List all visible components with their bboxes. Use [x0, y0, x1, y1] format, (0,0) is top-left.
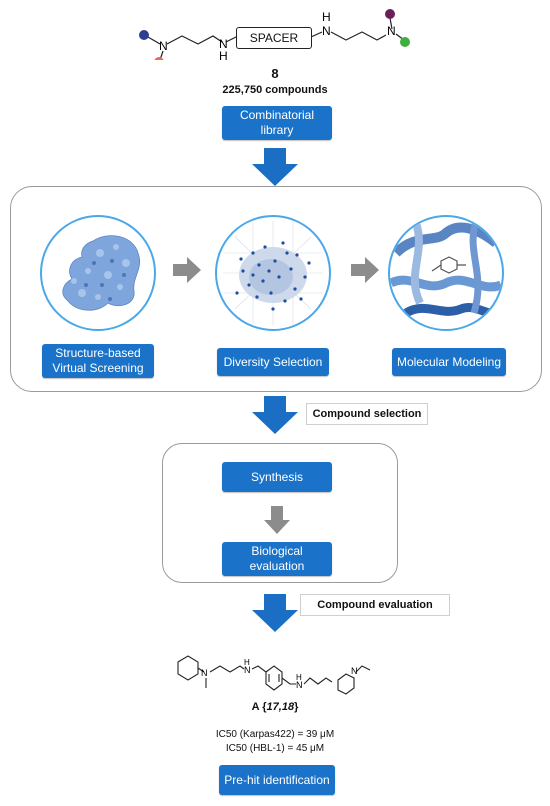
down-arrow-2: [252, 396, 298, 434]
pre-hit-identification-box: Pre-hit identification: [219, 765, 335, 795]
compound-number: 8: [271, 66, 279, 81]
ic50-hbl1: IC50 (HBL-1) = 45 μM: [225, 743, 325, 754]
molecular-modeling-label: Molecular Modeling: [396, 354, 502, 369]
down-arrow-1: [252, 148, 298, 186]
n-left: N: [159, 39, 168, 53]
molecular-modeling-box: Molecular Modeling: [392, 348, 506, 376]
diversity-scatter-image: [215, 215, 331, 331]
hit-atom-h2: H: [296, 673, 302, 682]
spacer-box: SPACER: [236, 27, 312, 49]
hit-atom-h1: H: [244, 658, 250, 667]
biological-evaluation-box: Biological evaluation: [222, 542, 332, 576]
compound-evaluation-label: Compound evaluation: [300, 594, 450, 616]
amine-left-n: N: [219, 37, 228, 51]
grey-down-arrow: [264, 506, 290, 534]
green-substituent-ball: [400, 37, 410, 47]
blue-substituent-ball: [139, 30, 149, 40]
hit-atom-n2: N: [244, 665, 251, 675]
hit-atom-n3: N: [296, 680, 303, 690]
hit-atom-n4: N: [351, 666, 358, 676]
combinatorial-library-label: Combinatorial library: [239, 108, 315, 137]
compound-count: 225,750 compounds: [222, 84, 328, 96]
amine-left-h: H: [219, 49, 228, 60]
hit-atom-n1: N: [201, 668, 208, 678]
structure-based-screening-box: Structure-based Virtual Screening: [42, 344, 154, 378]
n-right: N: [387, 24, 396, 38]
grey-arrow-1: [173, 257, 201, 283]
hit-structure: N H N H N N: [177, 655, 371, 695]
scaffold-structure: N N H H N N: [139, 9, 410, 60]
structure-based-screening-label: Structure-based Virtual Screening: [52, 346, 144, 375]
synthesis-box: Synthesis: [222, 462, 332, 492]
protein-surface-image: [40, 215, 156, 331]
diversity-selection-label: Diversity Selection: [223, 354, 323, 369]
synthesis-label: Synthesis: [250, 469, 304, 484]
down-arrow-3: [252, 594, 298, 632]
spacer-label: SPACER: [249, 31, 299, 45]
diversity-selection-box: Diversity Selection: [217, 348, 329, 376]
red-substituent-ball: [154, 57, 164, 60]
molecular-modeling-image: [388, 215, 504, 331]
purple-substituent-ball: [385, 9, 395, 19]
amine-right-n: N: [322, 24, 331, 38]
biological-evaluation-label: Biological evaluation: [249, 544, 305, 573]
amine-right-h: H: [322, 10, 331, 24]
combinatorial-library-box: Combinatorial library: [222, 106, 332, 140]
compound-selection-label: Compound selection: [306, 403, 428, 425]
hit-name: A {17,18}: [251, 701, 299, 713]
ic50-karpas422: IC50 (Karpas422) = 39 μM: [215, 729, 335, 740]
pre-hit-identification-label: Pre-hit identification: [224, 772, 330, 787]
grey-arrow-2: [351, 257, 379, 283]
